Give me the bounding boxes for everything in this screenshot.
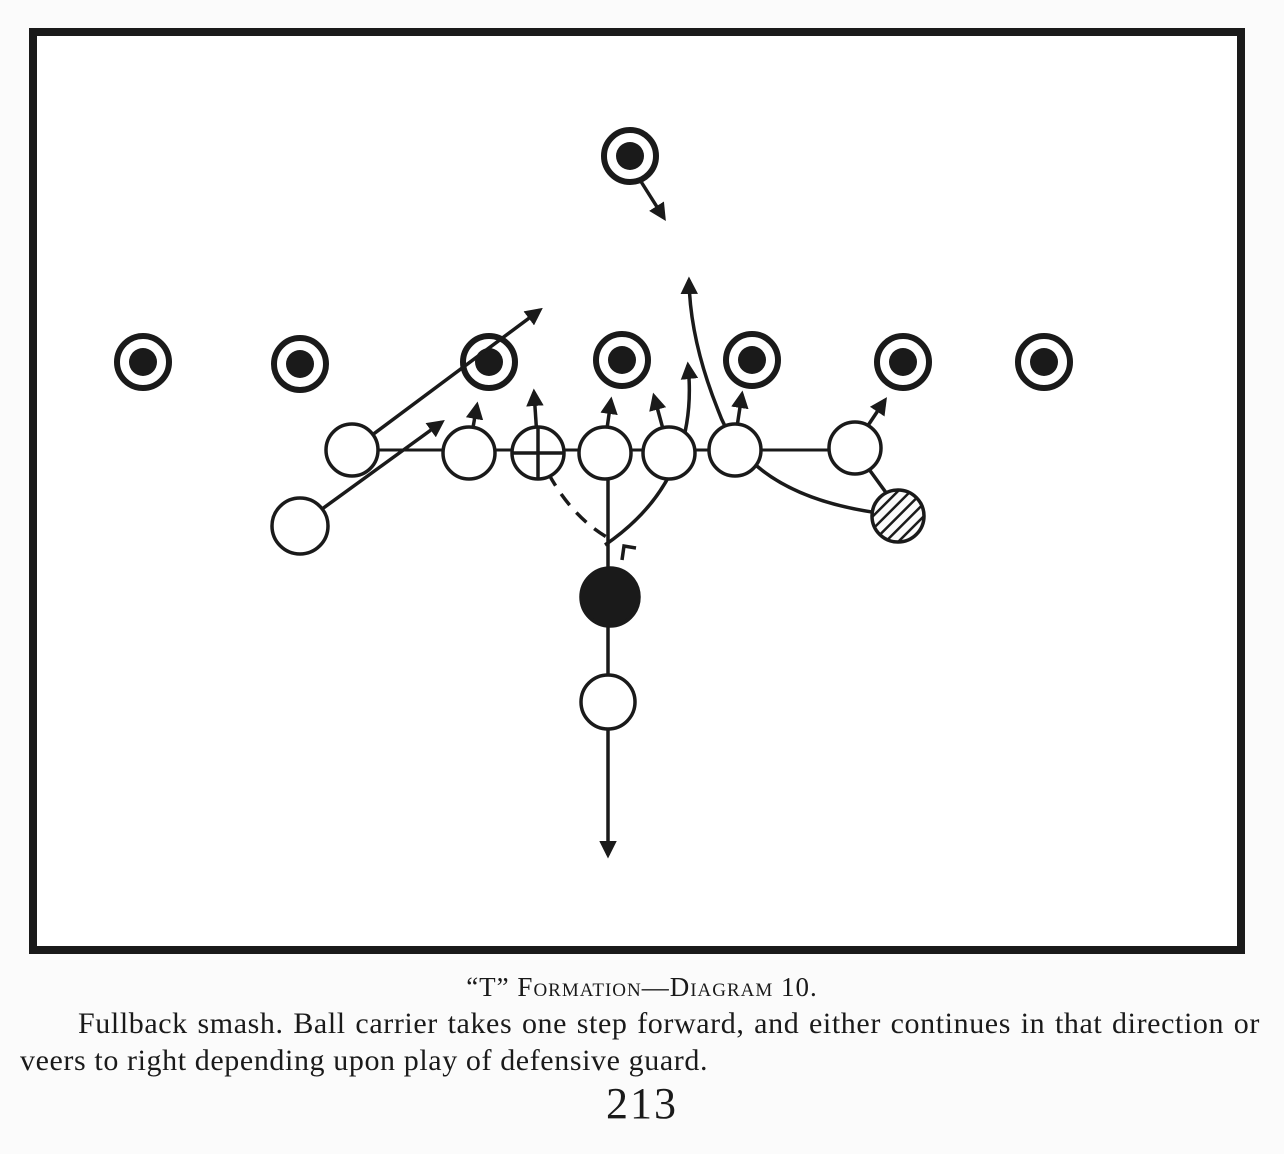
left-end-path: [350, 307, 543, 452]
page-number: 213: [606, 1079, 678, 1128]
defensive-safety: [601, 127, 659, 185]
defensive-lineman: [723, 331, 781, 389]
offensive-end: [324, 422, 380, 478]
figure-description: Fullback smash. Ball carrier takes one s…: [20, 1007, 1260, 1077]
play-diagram: [29, 28, 1245, 954]
right-halfback-hatched: [870, 488, 926, 544]
left-halfback: [270, 496, 330, 556]
safety-path: [638, 179, 666, 221]
diagram-frame: [29, 28, 1245, 954]
offensive-guard: [577, 425, 633, 481]
defensive-lineman: [593, 331, 651, 389]
offensive-end: [827, 420, 883, 476]
defensive-lineman: [114, 333, 172, 391]
center-player: [510, 425, 566, 481]
defensive-lineman: [271, 335, 329, 393]
guard-pull-path: [680, 276, 896, 517]
halfback-path: [298, 419, 445, 527]
caption-dash: —: [641, 972, 670, 1002]
fullback: [579, 673, 637, 731]
offensive-guard: [641, 425, 697, 481]
offense: [270, 420, 926, 731]
offensive-tackle: [441, 425, 497, 481]
defensive-lineman: [874, 333, 932, 391]
offensive-tackle: [707, 422, 763, 478]
caption-diagram: Diagram: [669, 972, 774, 1002]
handoff-mark: [620, 543, 637, 561]
quarterback-dashed-path: [536, 451, 613, 542]
defensive-lineman: [1015, 333, 1073, 391]
caption-quote: “T”: [466, 972, 510, 1002]
caption-number: 10.: [781, 972, 818, 1002]
figure-caption-title: “T” Formation—Diagram 10.: [0, 972, 1284, 1003]
defense: [114, 127, 1073, 393]
ball-carrier-filled: [579, 566, 641, 628]
caption-formation: Formation: [517, 972, 642, 1002]
